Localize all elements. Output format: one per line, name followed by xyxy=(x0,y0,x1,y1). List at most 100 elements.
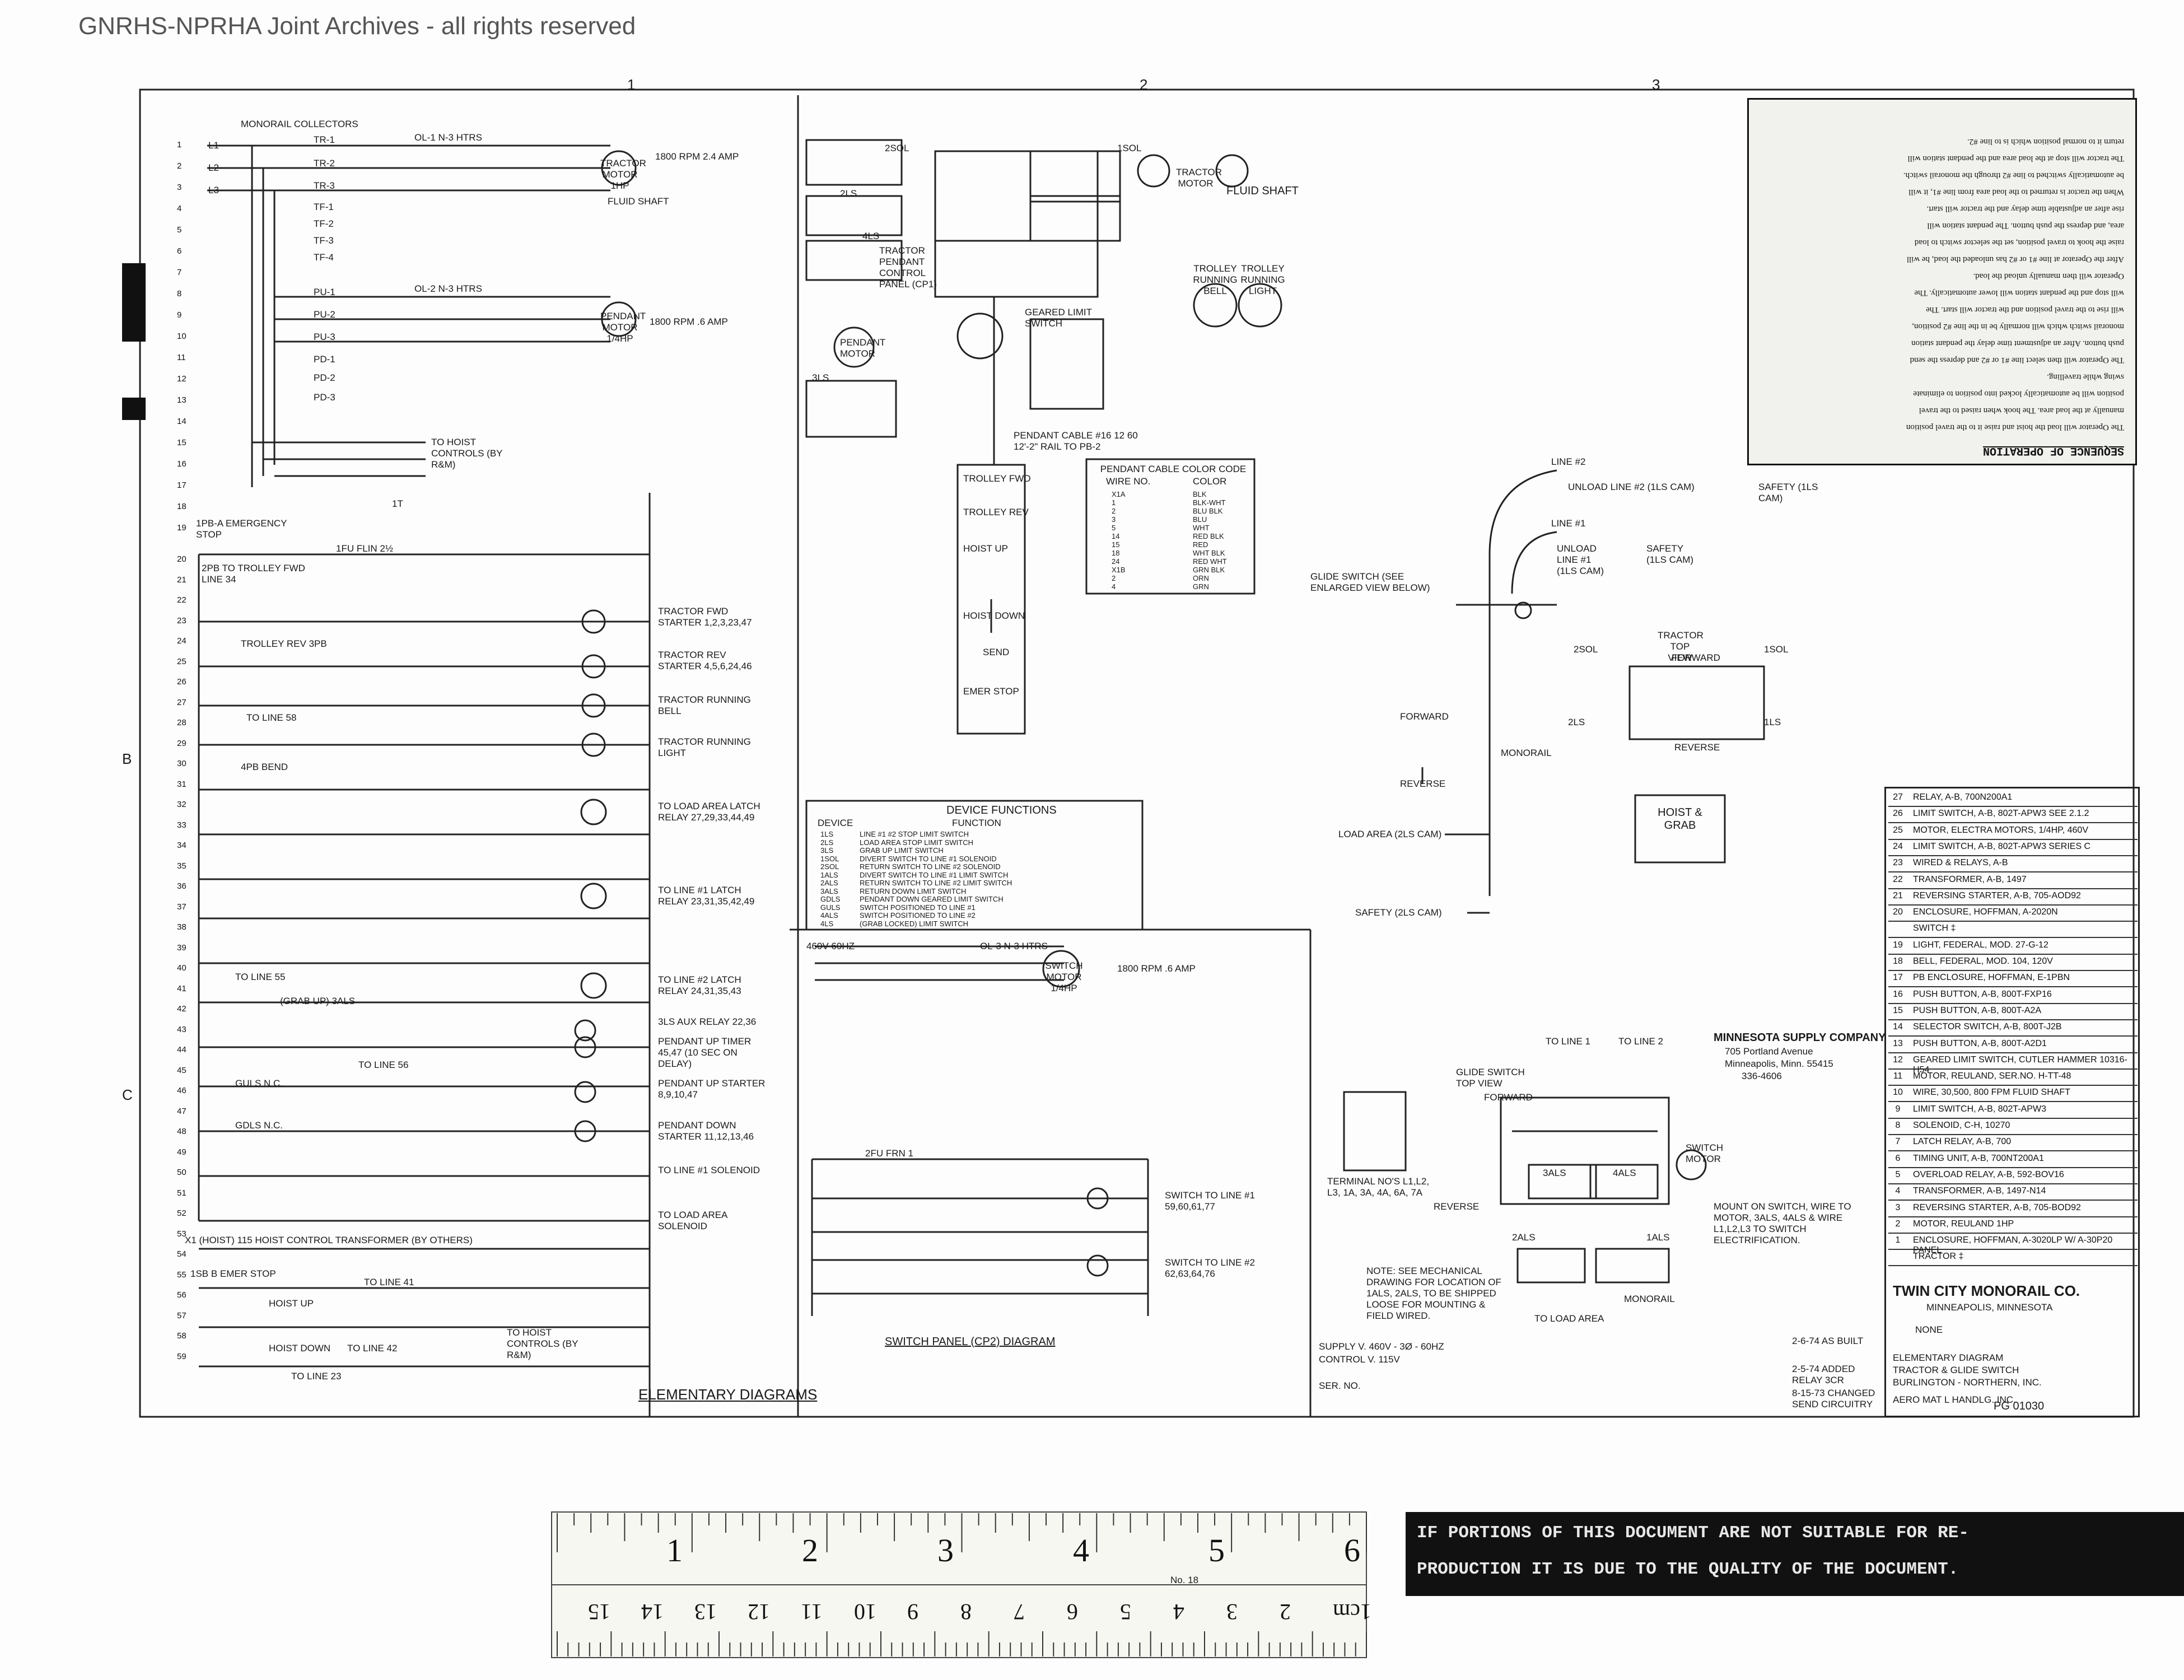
bom-item-desc: LIMIT SWITCH, A-B, 802T-APW3 SERIES C xyxy=(1913,841,2091,851)
desc-pendant-up: PENDANT UP STARTER 8,9,10,47 xyxy=(658,1078,766,1100)
bom-item-number: 6 xyxy=(1895,1153,1901,1163)
layout-label: 2LS xyxy=(1568,717,1585,727)
bom-item-desc: PUSH BUTTON, A-B, 800T-A2D1 xyxy=(1913,1038,2047,1048)
trolley-fwd-label: 2PB TO TROLLEY FWD LINE 34 xyxy=(202,563,305,585)
company-name: TWIN CITY MONORAIL CO. xyxy=(1893,1282,2080,1299)
contact-label: TF-4 xyxy=(314,252,334,263)
supply-voltage: SUPPLY V. 460V - 3Ø - 60HZ xyxy=(1319,1341,1444,1352)
drawing-title: TRACTOR & GLIDE SWITCH xyxy=(1893,1365,2019,1375)
pendant-station: TROLLEY FWD xyxy=(963,473,1031,484)
glide-label: MONORAIL xyxy=(1624,1294,1675,1304)
row-number: 15 xyxy=(177,438,186,447)
device-function: PENDANT DOWN GEARED LIMIT SWITCH xyxy=(860,895,1004,903)
sequence-line: After the Operator at line #1 or #2 has … xyxy=(1906,255,2124,264)
wire-color: GRN BLK xyxy=(1193,566,1225,574)
tractor-motor-label: TRACTOR MOTOR 1HP xyxy=(600,158,646,191)
contact-label: TR-1 xyxy=(314,134,335,145)
row-number: 38 xyxy=(177,922,186,932)
glide-label: TERMINAL NO'S L1,L2, L3, 1A, 3A, 4A, 6A,… xyxy=(1327,1176,1430,1198)
glide-label: 3ALS xyxy=(1543,1168,1566,1178)
contact-label: PU-3 xyxy=(314,332,335,342)
switch-panel-title: SWITCH PANEL (CP2) DIAGRAM xyxy=(885,1336,1056,1348)
tractor-motor-spec: 1800 RPM 2.4 AMP xyxy=(655,151,739,162)
border-mark: 1 xyxy=(627,76,636,93)
wire-table-title: PENDANT CABLE COLOR CODE xyxy=(1100,464,1247,474)
grab-up-label: (GRAB UP) 3ALS xyxy=(280,996,356,1006)
sequence-line: will rise to the travel position and the… xyxy=(1926,305,2124,314)
drawing-title: ELEMENTARY DIAGRAM xyxy=(1893,1352,2004,1363)
bom-item-number: 18 xyxy=(1893,956,1903,966)
row-number: 1 xyxy=(177,140,182,150)
ruler-cm-label: 3 xyxy=(1226,1599,1238,1625)
desc-load-solenoid: TO LOAD AREA SOLENOID xyxy=(658,1210,727,1231)
revision-note: 2-6-74 AS BUILT xyxy=(1792,1336,1864,1346)
contact-label: PU-2 xyxy=(314,309,335,320)
to-line-55-label: TO LINE 55 xyxy=(235,972,286,982)
sequence-line: Operator will then manually unload the l… xyxy=(1973,272,2124,281)
revision-note: 8-15-73 CHANGED SEND CIRCUITRY xyxy=(1792,1388,1875,1410)
elementary-diagrams-title: ELEMENTARY DIAGRAMS xyxy=(638,1386,818,1403)
line-label: L3 xyxy=(208,185,219,195)
wire-number: 14 xyxy=(1112,532,1120,540)
layout-label: LINE #1 xyxy=(1551,518,1586,529)
pendant-motor-label: PENDANT MOTOR 1/4HP xyxy=(600,311,646,344)
bom-item-number: 5 xyxy=(1895,1169,1901,1179)
device-code: 3ALS xyxy=(820,887,838,895)
panel-label: GEARED LIMIT SWITCH xyxy=(1025,307,1092,329)
ruler-cm-label: 6 xyxy=(1067,1599,1078,1625)
hoist-up-label: HOIST UP xyxy=(269,1298,314,1309)
bom-item-desc: WIRED & RELAYS, A-B xyxy=(1913,858,2008,868)
pendant-station: EMER STOP xyxy=(963,686,1019,697)
sequence-line: When the tractor is returned to the load… xyxy=(1908,188,2124,197)
bom-item-number: 12 xyxy=(1893,1054,1903,1065)
desc-line1-relay: TO LINE #1 LATCH RELAY 23,31,35,42,49 xyxy=(658,885,755,907)
ruler-cm-label: 14 xyxy=(641,1599,664,1625)
bom-item-desc: MOTOR, ELECTRA MOTORS, 1/4HP, 460V xyxy=(1913,825,2088,835)
bom-item-number: 17 xyxy=(1893,973,1903,983)
row-number: 16 xyxy=(177,459,186,469)
bom-row: TRACTOR ‡ xyxy=(1888,1249,2138,1267)
wire-number: 2 xyxy=(1112,507,1116,515)
switch-line1: SWITCH TO LINE #1 59,60,61,77 xyxy=(1165,1190,1255,1212)
line-label: L2 xyxy=(208,162,219,173)
row-number: 23 xyxy=(177,616,186,626)
contact-label: PD-3 xyxy=(314,392,335,403)
transformer-label: 1T xyxy=(392,498,403,509)
bend-pb-label: 4PB BEND xyxy=(241,762,288,772)
gdls-label: GDLS N.C. xyxy=(235,1120,283,1131)
row-number: 50 xyxy=(177,1168,186,1177)
layout-label: 1SOL xyxy=(1764,644,1789,655)
bom-item-desc: PB ENCLOSURE, HOFFMAN, E-1PBN xyxy=(1913,973,2070,983)
sequence-line: The Operator will load the hoist and rai… xyxy=(1906,423,2124,432)
stamp-city: Minneapolis, Minn. 55415 xyxy=(1725,1058,1833,1069)
bom-item-number: 10 xyxy=(1893,1088,1903,1098)
device-code: 3LS xyxy=(820,846,834,855)
row-number: 29 xyxy=(177,739,186,748)
device-code: 1LS xyxy=(820,830,834,838)
row-number: 48 xyxy=(177,1127,186,1136)
layout-label: TRACTOR TOP VIEW xyxy=(1658,630,1704,663)
desc-running-bell: TRACTOR RUNNING BELL xyxy=(658,694,751,716)
layout-label: 2SOL xyxy=(1574,644,1598,655)
row-number: 28 xyxy=(177,718,186,727)
desc-load-area-relay: TO LOAD AREA LATCH RELAY 27,29,33,44,49 xyxy=(658,801,760,823)
control-voltage: CONTROL V. 115V xyxy=(1319,1354,1400,1365)
sequence-line: push button. After an adjustment time de… xyxy=(1911,339,2124,348)
device-function: GRAB UP LIMIT SWITCH xyxy=(860,846,944,855)
row-number: 54 xyxy=(177,1249,186,1259)
layout-label: FORWARD xyxy=(1400,711,1449,722)
bom-item-desc: LIMIT SWITCH, A-B, 802T-APW3 xyxy=(1913,1104,2046,1114)
switch-ol: OL-3 N-3 HTRS xyxy=(980,941,1048,951)
row-number: 30 xyxy=(177,759,186,768)
glide-label: TO LINE 2 xyxy=(1618,1036,1663,1047)
switch-motor-spec: 1800 RPM .6 AMP xyxy=(1117,963,1196,974)
stamp-phone: 336-4606 xyxy=(1742,1071,1782,1081)
